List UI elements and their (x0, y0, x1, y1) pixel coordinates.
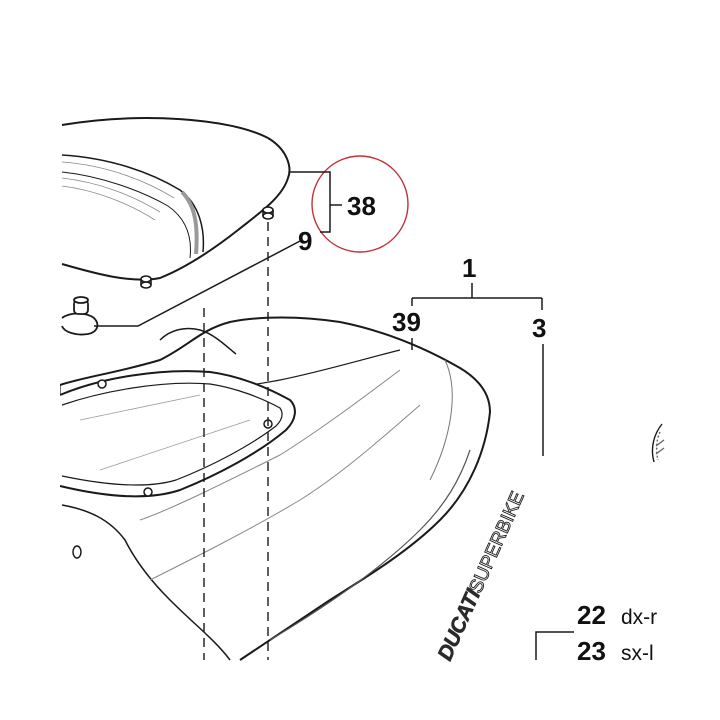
seat-latch-lip (159, 327, 237, 355)
callout-3: 3 (532, 313, 546, 343)
underseat-tray (59, 370, 296, 498)
leader-line-9 (94, 239, 303, 327)
rubber-bumper (61, 296, 99, 336)
crop-mask-left (0, 0, 60, 720)
mount-holes (72, 379, 273, 559)
decal-ducati-superbike: DUCATI SUPERBIKE (433, 488, 529, 664)
callout-1: 1 (462, 253, 476, 283)
seat-pin-rear (262, 206, 274, 220)
callout-23: 23 (577, 636, 606, 666)
seat-cushion (61, 117, 291, 281)
leader-bracket-38 (290, 171, 331, 233)
decal-brand: DUCATI (434, 585, 486, 664)
callout-39: 39 (392, 307, 421, 337)
side-label-23: sx-l (621, 642, 654, 665)
leader-tree-1 (411, 283, 543, 310)
partial-emblem (651, 423, 665, 463)
callout-38: 38 (347, 191, 376, 221)
leader-bracket-22-23 (535, 631, 574, 660)
callout-22: 22 (577, 600, 606, 630)
crop-mask-bottom (0, 662, 720, 720)
side-label-22: dx-r (621, 606, 657, 629)
decal-model: SUPERBIKE (465, 489, 528, 597)
highlight-circle-38 (311, 155, 409, 253)
seat-pin-front (140, 275, 152, 289)
callout-9: 9 (298, 226, 312, 256)
alignment-lines (203, 222, 269, 660)
